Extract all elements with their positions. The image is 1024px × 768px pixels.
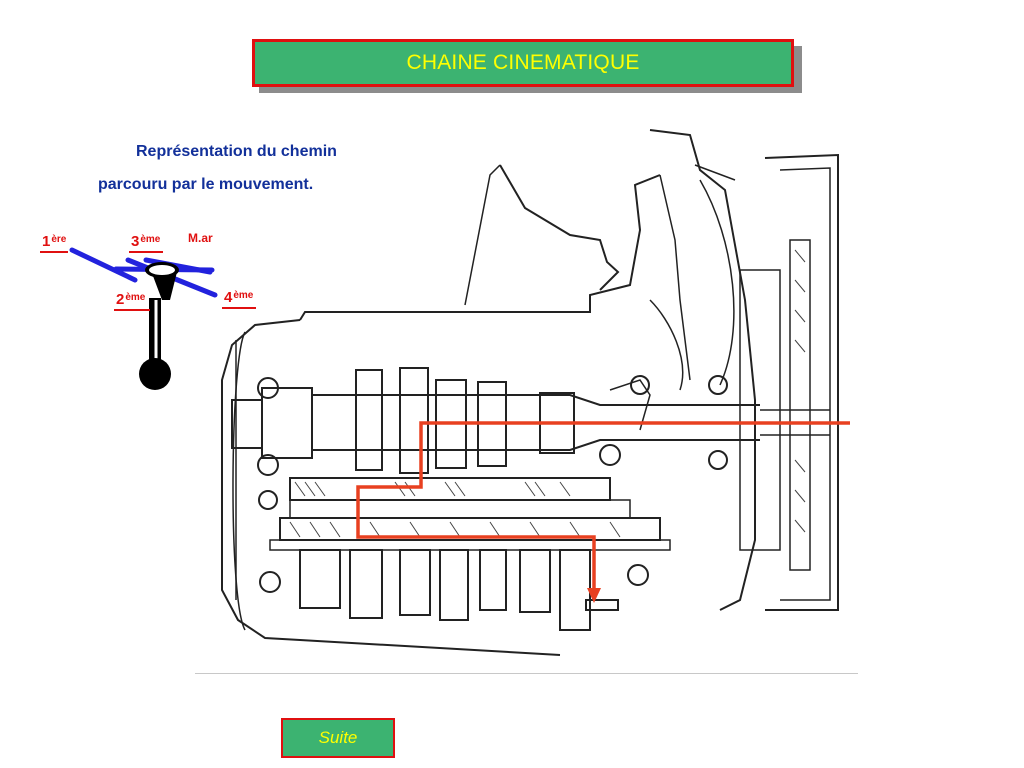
gear-underline-second <box>114 309 150 311</box>
gear-label-third: 3ème <box>131 233 161 250</box>
power-flow-arrowhead-icon <box>587 588 601 603</box>
gear-label-reverse: M.ar <box>188 231 213 245</box>
gear-underline-first <box>40 251 68 253</box>
gearbox-cross-section <box>221 129 839 656</box>
page-title-text: CHAINE CINEMATIQUE <box>406 51 640 74</box>
gear-underline-third <box>129 251 163 253</box>
gear-label-fourth: 4ème <box>224 289 254 306</box>
caption-line-2: parcouru par le mouvement. <box>98 176 314 193</box>
gearbox-hatching <box>289 249 806 538</box>
power-flow-arrow-icon <box>356 421 850 592</box>
gear-underline-fourth <box>222 307 256 309</box>
page-title: CHAINE CINEMATIQUE <box>252 39 794 87</box>
shift-gate-icon <box>69 247 218 298</box>
gear-label-first: 1ère <box>42 233 67 250</box>
suite-button[interactable]: Suite <box>281 718 395 758</box>
separator-line <box>195 673 858 674</box>
caption-line-1: Représentation du chemin <box>136 143 337 160</box>
gear-label-second: 2ème <box>116 291 146 308</box>
gear-lever-icon <box>139 262 179 390</box>
suite-button-label: Suite <box>318 728 358 747</box>
